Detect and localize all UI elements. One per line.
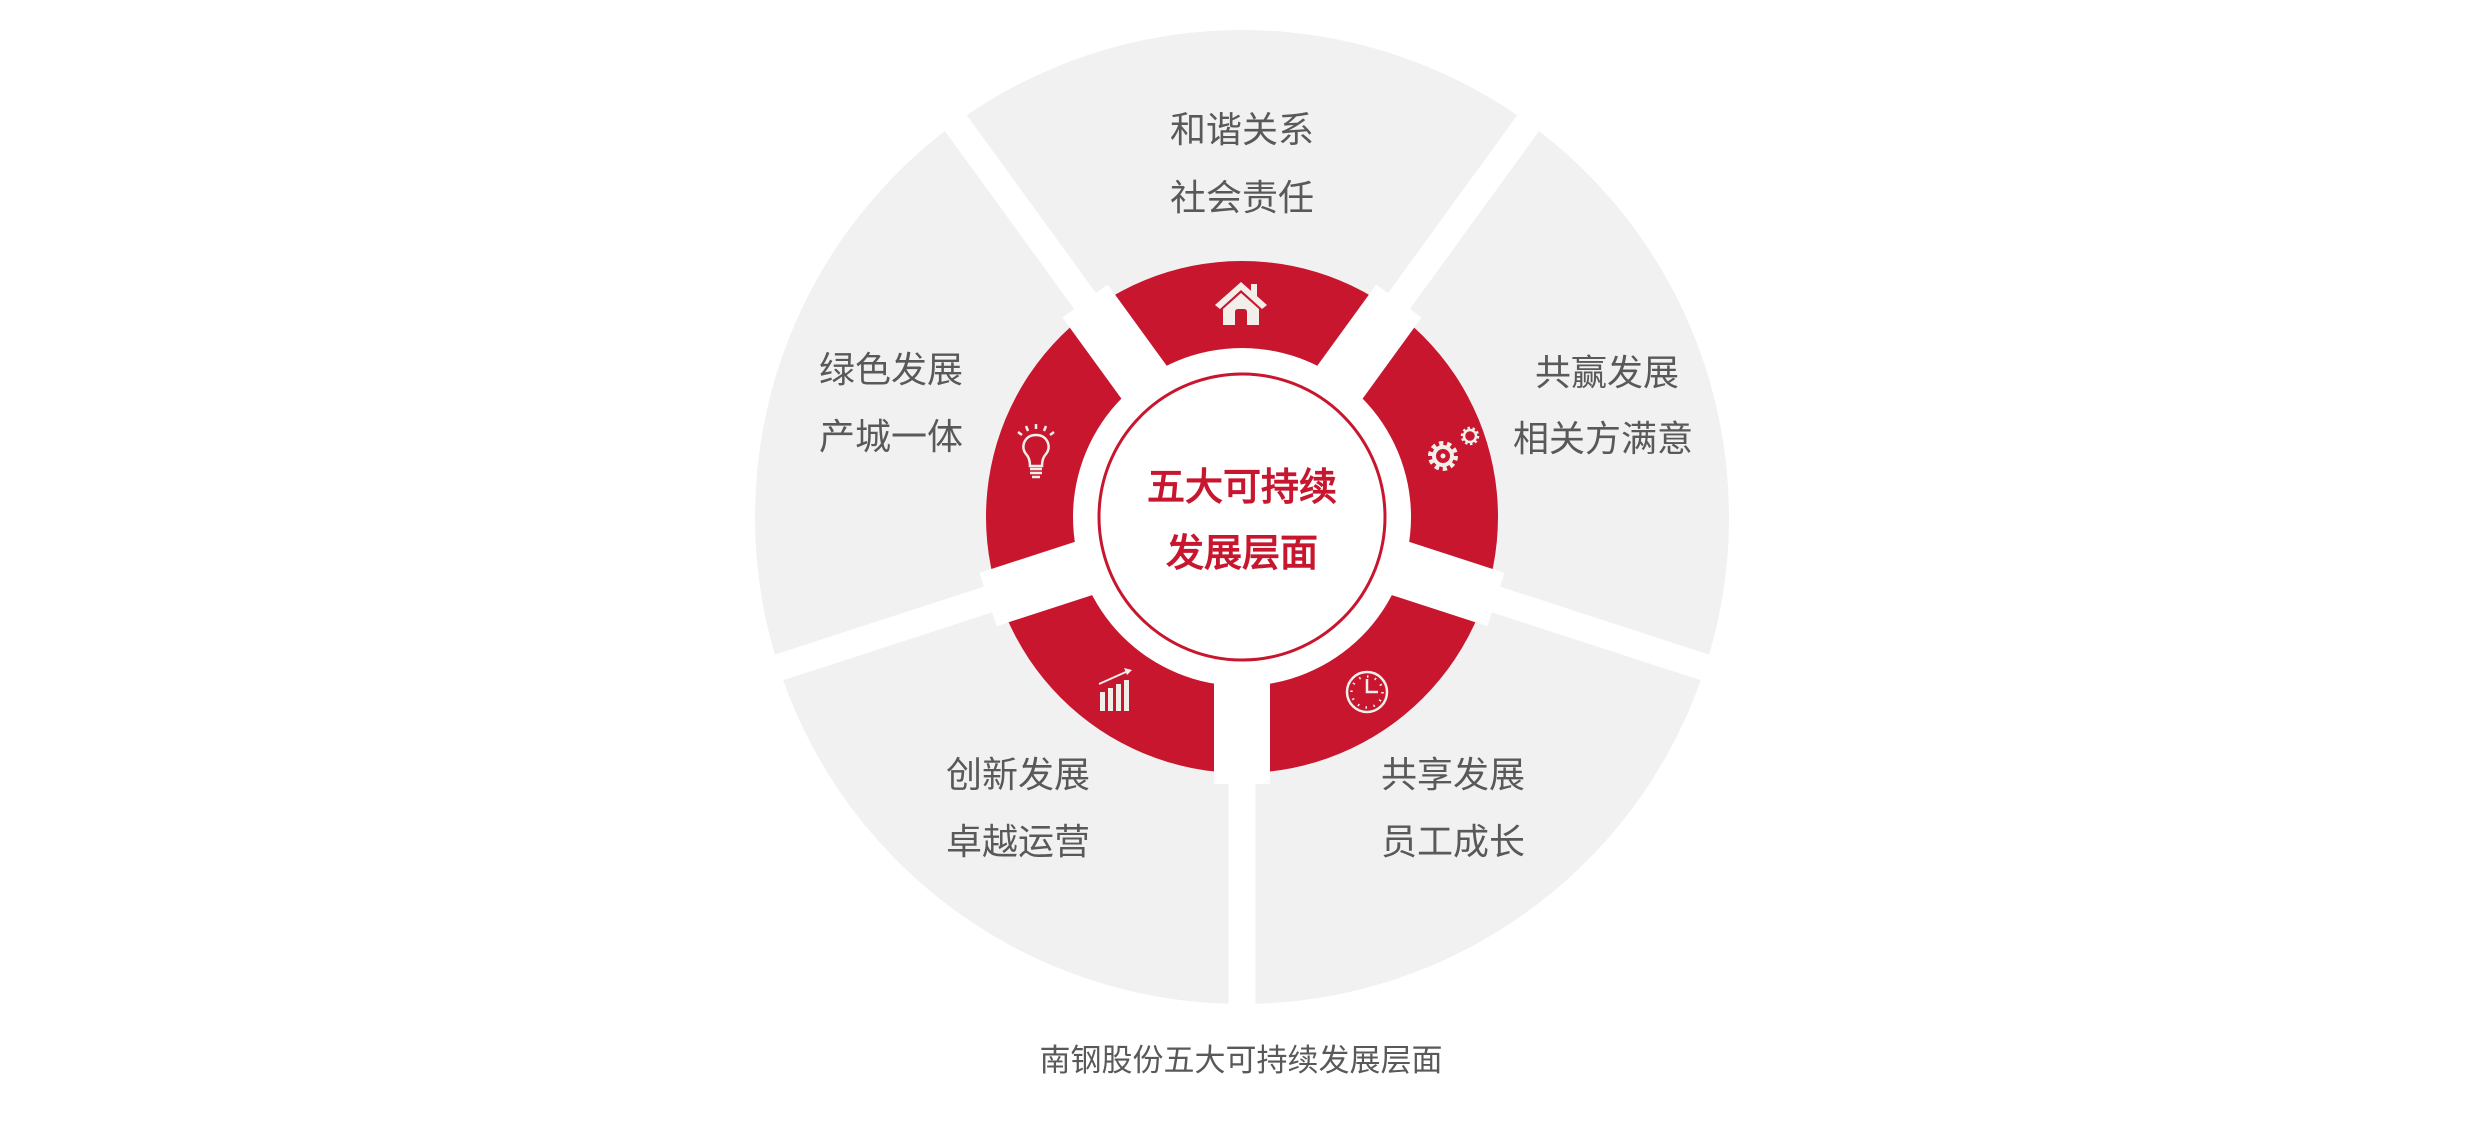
center-title-line2: 发展层面 (1165, 531, 1319, 575)
figure-caption: 南钢股份五大可持续发展层面 (1039, 1043, 1443, 1079)
growth-chart-icon (1098, 668, 1132, 711)
clock-icon (1345, 670, 1389, 714)
segment-sharing-line1: 共享发展 (1380, 755, 1526, 796)
lightbulb-icon (1017, 424, 1055, 479)
center-circle (1097, 372, 1387, 662)
segment-sharing-line2: 员工成长 (1380, 822, 1526, 863)
segment-green-line1: 绿色发展 (818, 350, 964, 391)
segment-innovation-line2: 卓越运营 (945, 822, 1091, 863)
center-title-line1: 五大可持续 (1146, 465, 1338, 509)
house-icon (1215, 282, 1267, 325)
segment-harmony-line2: 社会责任 (1169, 178, 1315, 219)
segment-harmony-line1: 和谐关系 (1169, 110, 1315, 151)
segment-green-line2: 产城一体 (818, 417, 964, 458)
segment-innovation-line1: 创新发展 (945, 755, 1091, 796)
segment-win-win-line2: 相关方满意 (1512, 419, 1694, 460)
gears-icon (1428, 426, 1480, 471)
segment-win-win-line1: 共赢发展 (1534, 353, 1680, 394)
